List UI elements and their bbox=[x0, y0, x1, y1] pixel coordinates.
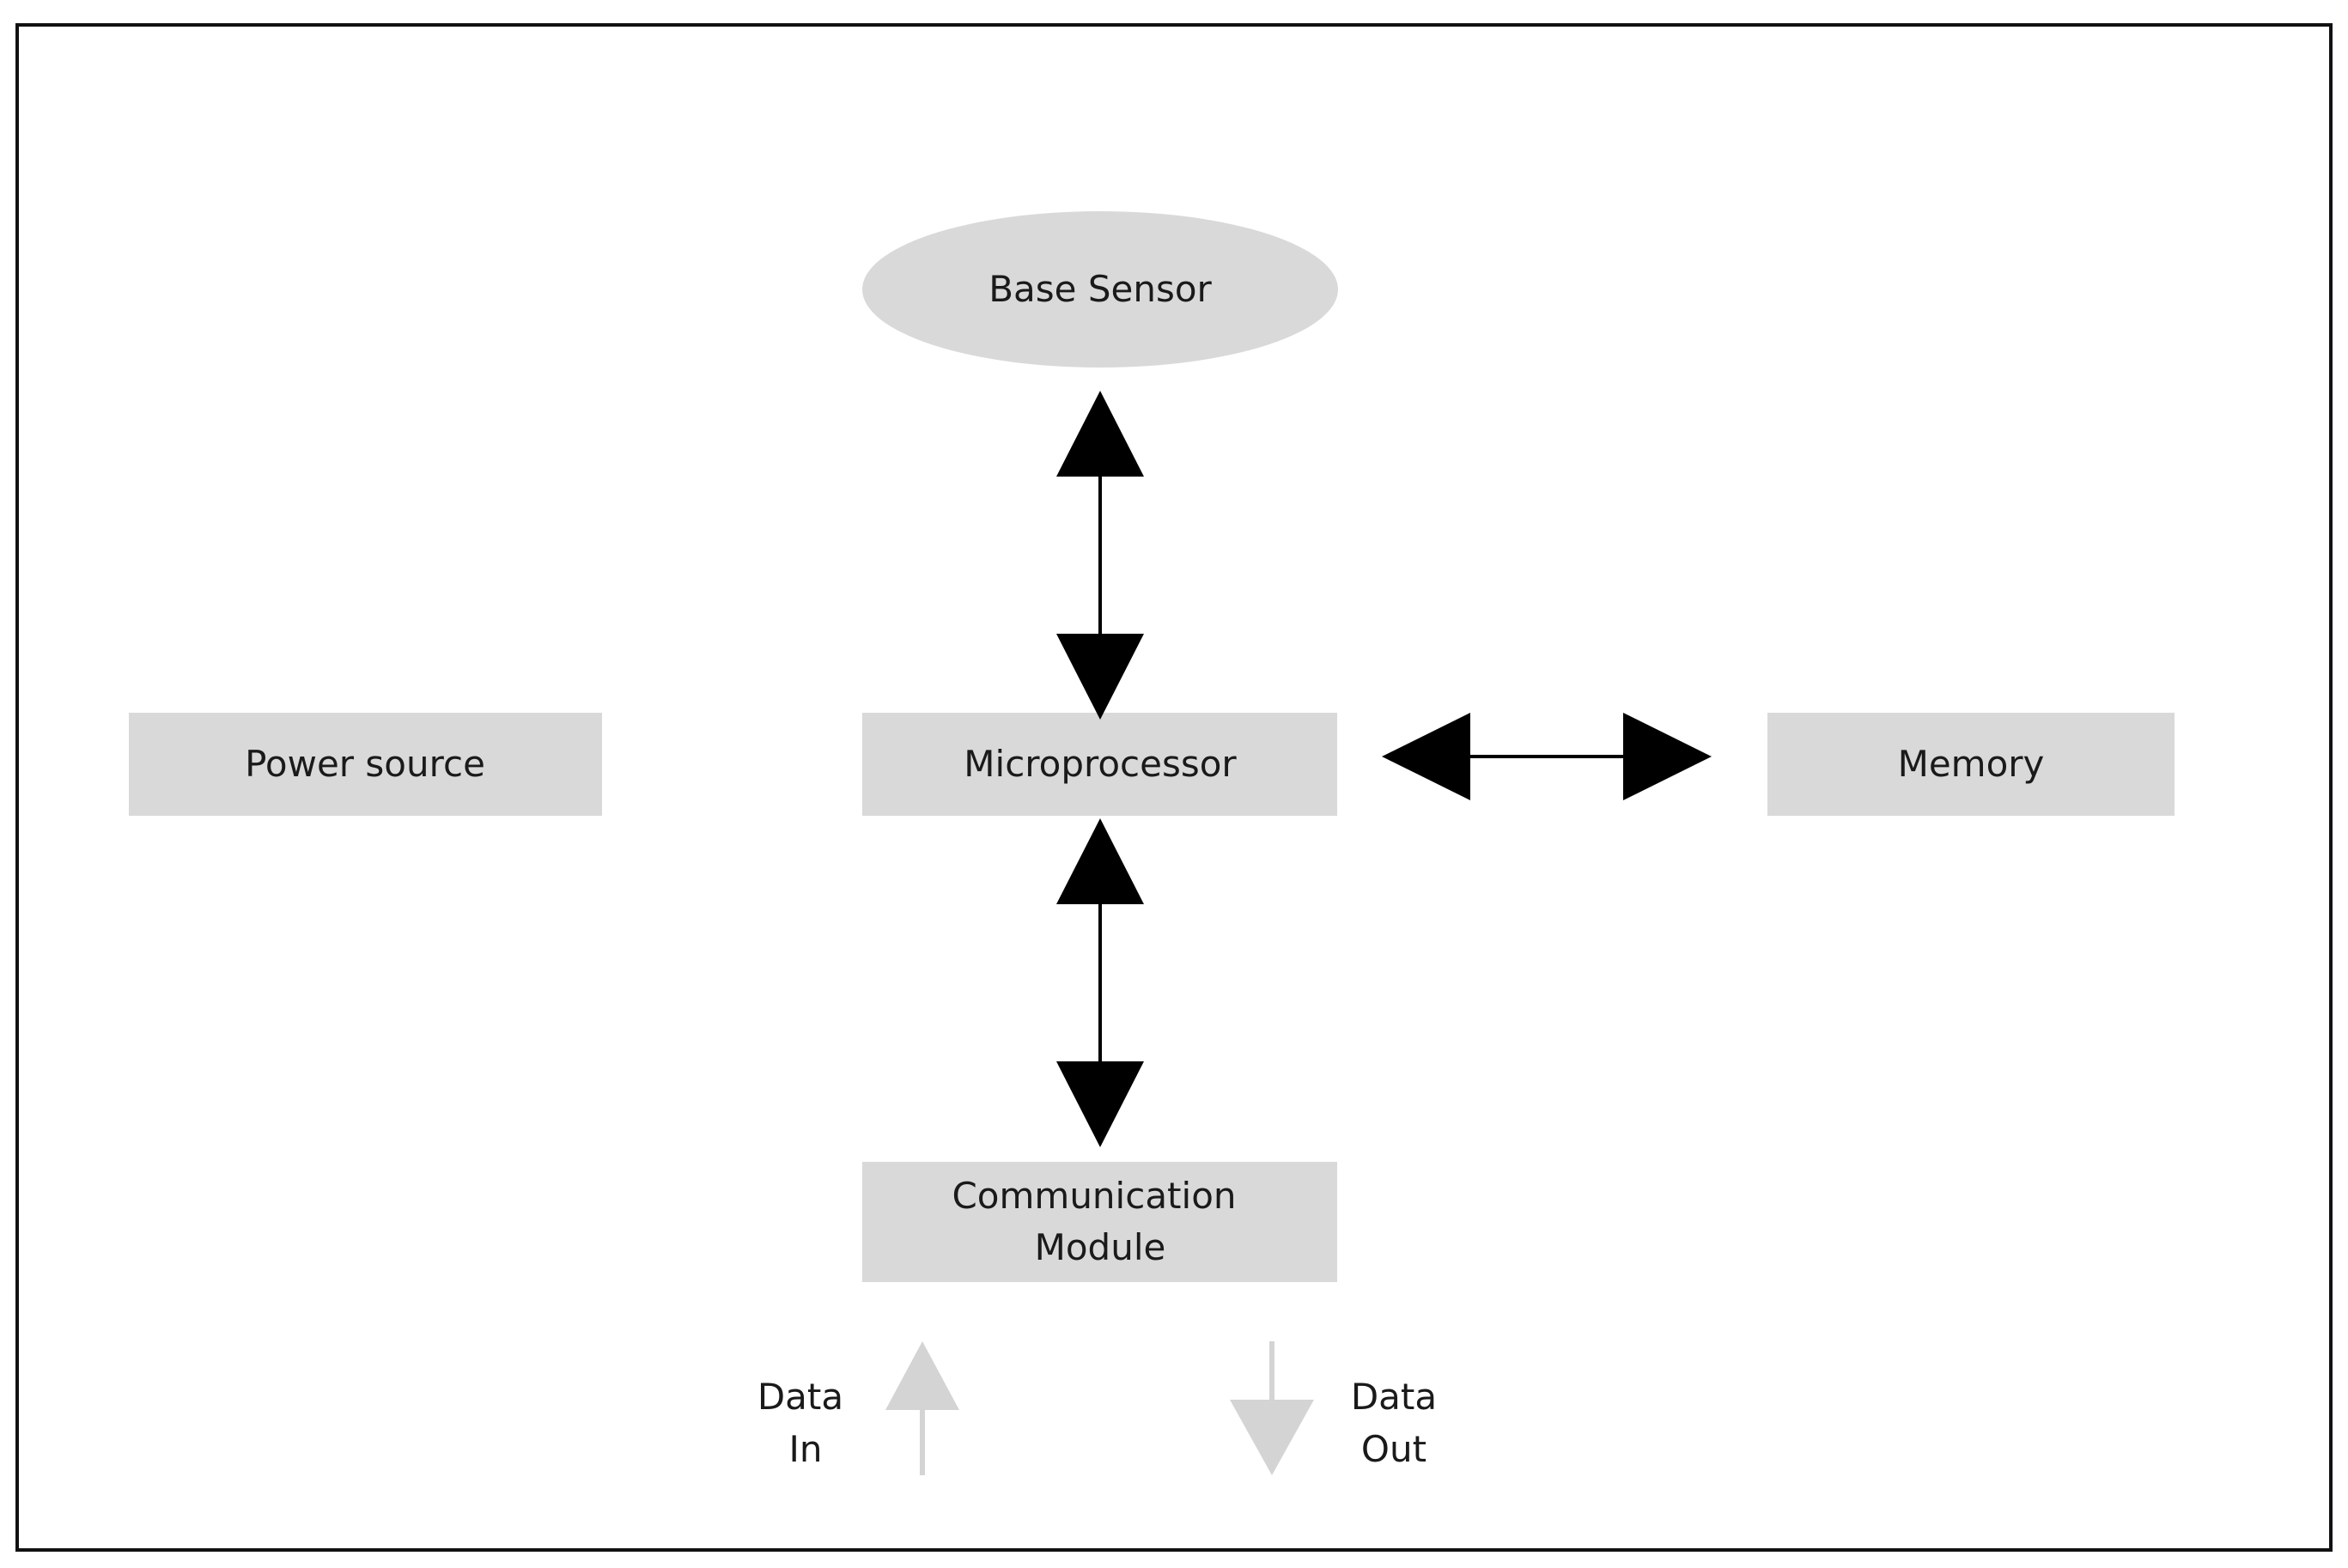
sensor-microprocessor-arrow bbox=[1056, 391, 1144, 720]
gray-arrow-down-icon bbox=[1230, 1400, 1314, 1475]
data-in-indicator: Data In bbox=[757, 1341, 959, 1475]
gray-arrow-up-icon bbox=[885, 1341, 959, 1410]
diagram-frame bbox=[15, 23, 2333, 1552]
memory-shape bbox=[1767, 713, 2175, 816]
communication-module-label-line2: Module bbox=[1035, 1226, 1166, 1268]
arrowhead-up-icon bbox=[1056, 818, 1144, 904]
base-sensor-label: Base Sensor bbox=[988, 268, 1212, 310]
arrowhead-left-icon bbox=[1382, 713, 1470, 800]
data-out-label-line1: Data bbox=[1351, 1376, 1437, 1418]
arrowhead-down-icon bbox=[1056, 1061, 1144, 1147]
microprocessor-memory-arrow bbox=[1382, 713, 1712, 800]
arrowhead-right-icon bbox=[1623, 713, 1712, 800]
base-sensor-shape bbox=[862, 211, 1338, 368]
data-in-label-line2: In bbox=[788, 1428, 822, 1470]
power-source-shape bbox=[129, 713, 602, 816]
communication-module-label-line1: Communication bbox=[952, 1175, 1236, 1217]
memory-label: Memory bbox=[1898, 743, 2045, 785]
microprocessor-communication-arrow bbox=[1056, 818, 1144, 1147]
memory-node: Memory bbox=[1767, 713, 2175, 816]
microprocessor-label: Microprocessor bbox=[964, 743, 1237, 785]
microprocessor-shape bbox=[862, 713, 1337, 816]
microprocessor-node: Microprocessor bbox=[862, 713, 1337, 816]
communication-module-node: Communication Module bbox=[862, 1162, 1337, 1282]
power-source-label: Power source bbox=[245, 743, 485, 785]
data-in-label-line1: Data bbox=[757, 1376, 843, 1418]
data-out-label-line2: Out bbox=[1361, 1428, 1426, 1470]
power-source-node: Power source bbox=[129, 713, 602, 816]
arrowhead-up-icon bbox=[1056, 391, 1144, 477]
base-sensor-node: Base Sensor bbox=[862, 211, 1338, 368]
communication-module-shape bbox=[862, 1162, 1337, 1282]
data-out-indicator: Data Out bbox=[1230, 1341, 1437, 1475]
arrowhead-down-icon bbox=[1056, 634, 1144, 720]
